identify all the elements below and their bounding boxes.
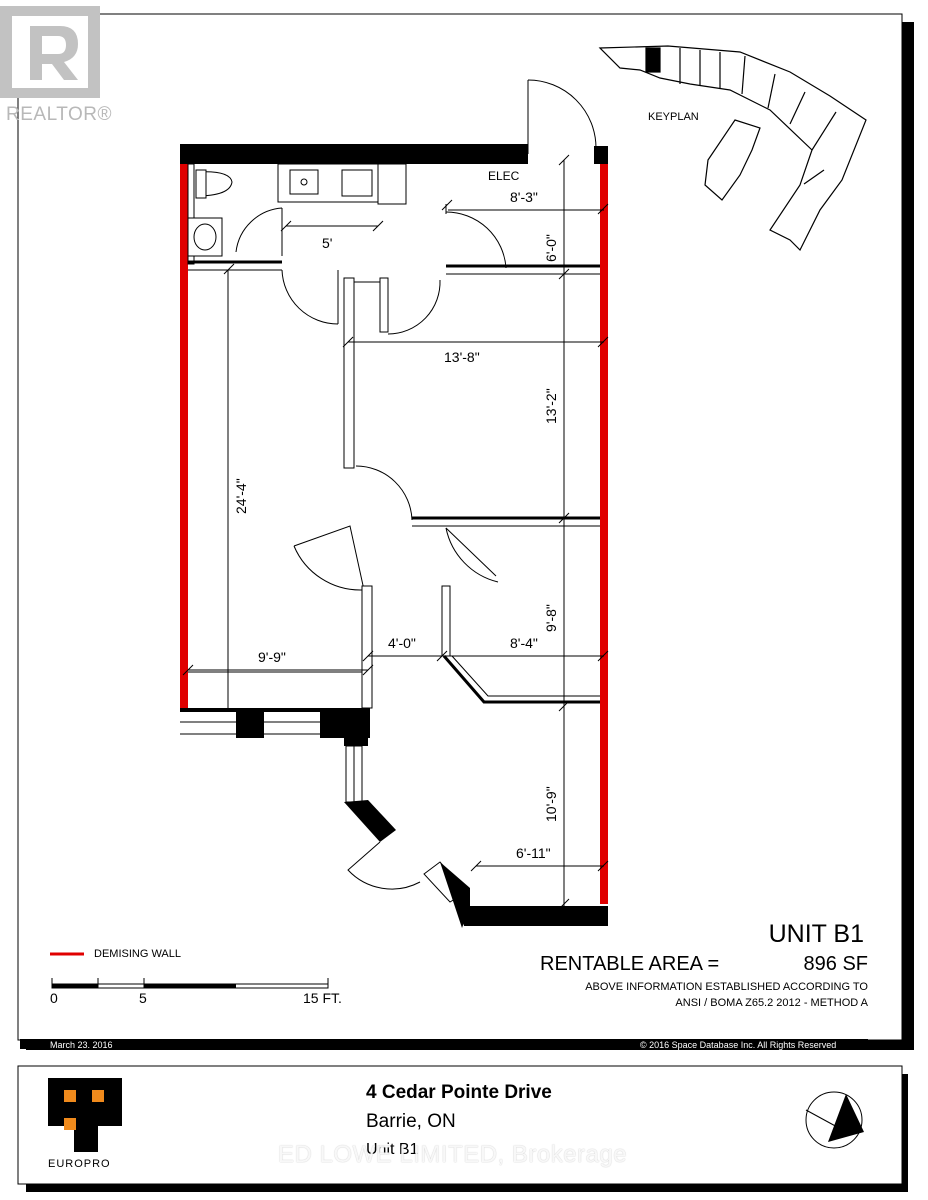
dim-6-0: 6'-0"	[543, 234, 559, 262]
dim-8-3: 8'-3"	[510, 189, 538, 205]
unit-title: UNIT B1	[769, 920, 864, 948]
sheet-frame	[17, 13, 903, 1041]
realtor-logo	[0, 6, 100, 98]
realtor-wordmark: REALTOR®	[6, 104, 112, 125]
europro-wordmark: EUROPRO	[48, 1158, 111, 1170]
rentable-area-label: RENTABLE AREA =	[540, 953, 719, 975]
title-block-frame	[17, 1065, 903, 1185]
rentable-area-value: 896 SF	[804, 953, 868, 975]
scale-bar	[51, 978, 329, 989]
europro-logo	[48, 1078, 122, 1152]
scale-label-5: 5	[139, 990, 147, 1006]
boma-note-line2: ANSI / BOMA Z65.2 2012 - METHOD A	[675, 997, 868, 1009]
address-line2: Barrie, ON	[366, 1111, 456, 1132]
dim-13-2: 13'-2"	[543, 388, 559, 424]
brokerage-watermark: ED LOWE LIMITED, Brokerage	[278, 1141, 628, 1168]
north-arrow-icon	[805, 1091, 864, 1149]
dim-24-4: 24'-4"	[233, 478, 249, 514]
elec-label: ELEC	[488, 169, 520, 183]
dim-4-0: 4'-0"	[388, 635, 416, 651]
dim-9-9: 9'-9"	[258, 649, 286, 665]
dim-10-9: 10'-9"	[543, 786, 559, 822]
dim-6-11: 6'-11"	[516, 845, 551, 861]
demising-wall-legend: DEMISING WALL	[94, 948, 181, 960]
top-right-wall-post	[594, 146, 608, 164]
footer-bar	[20, 1039, 868, 1049]
dim-9-8: 9'-8"	[543, 604, 559, 632]
dimension-lines	[182, 154, 609, 910]
scale-label-15: 15 FT.	[303, 990, 342, 1006]
boma-note-line1: ABOVE INFORMATION ESTABLISHED ACCORDING …	[585, 981, 868, 993]
copyright-note: © 2016 Space Database Inc. All Rights Re…	[640, 1040, 837, 1050]
demising-wall-right	[600, 164, 608, 904]
keyplan-label: KEYPLAN	[648, 111, 699, 123]
demising-wall-left	[180, 164, 188, 710]
address-line1: 4 Cedar Pointe Drive	[366, 1082, 552, 1103]
address-line3: Unit B1	[366, 1141, 419, 1158]
scale-label-0: 0	[50, 990, 58, 1006]
walls	[180, 79, 608, 928]
keyplan-drawing	[598, 45, 867, 252]
plan-date: March 23. 2016	[50, 1040, 113, 1050]
top-wall	[180, 144, 528, 164]
dim-5: 5'	[322, 235, 332, 251]
dim-8-4: 8'-4"	[510, 635, 538, 651]
dim-13-8: 13'-8"	[444, 349, 480, 365]
